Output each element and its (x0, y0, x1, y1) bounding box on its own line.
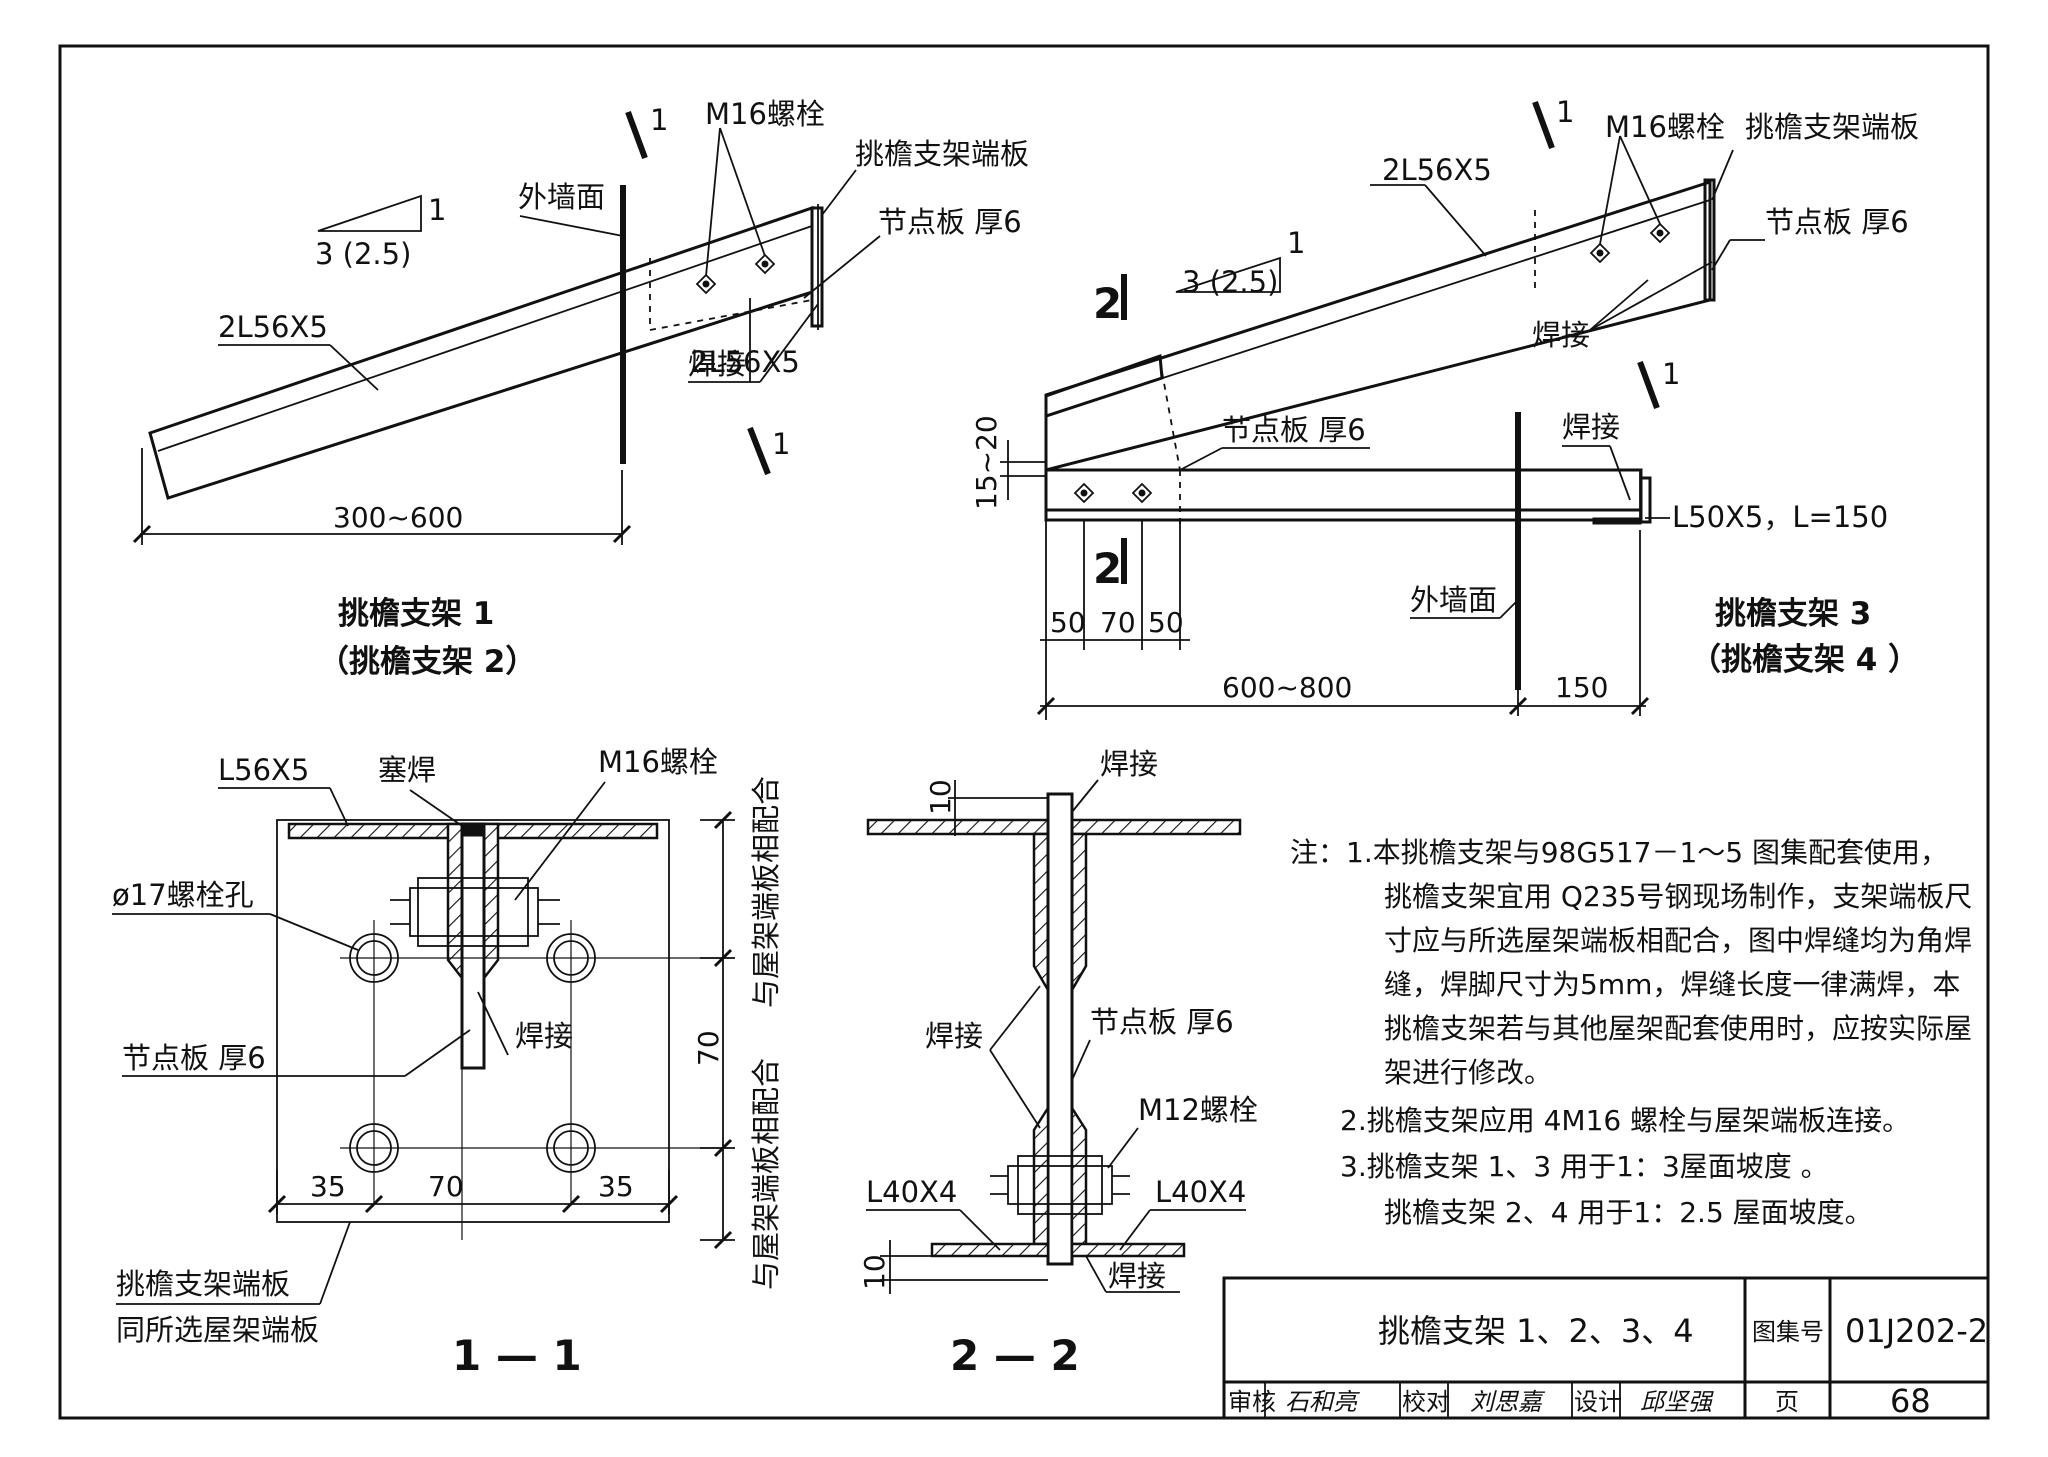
bolt-symbol (695, 273, 717, 295)
check-signature: 刘思嘉 (1470, 1388, 1546, 1416)
section-mark-1-bottom: 1 (772, 427, 790, 461)
bolt-label-22: M12螺栓 (1138, 1093, 1258, 1127)
atlas-no-label: 图集号 (1752, 1318, 1824, 1346)
title-block: 挑檐支架 1、2、3、4 图集号 01J202-2 审核 石和亮 校对 刘思嘉 … (1222, 1276, 1990, 1420)
slope-run-3: 3 (2.5) (1182, 265, 1278, 299)
slope-rise-1: 1 (428, 193, 446, 227)
dim-70-horizontal: 70 (428, 1170, 464, 1203)
gusset-label-22: 节点板 厚6 (1090, 1005, 1234, 1039)
page-label: 页 (1775, 1388, 1799, 1416)
bracket-1-title: 挑檐支架 1 (338, 596, 494, 632)
dim-50-right: 50 (1148, 606, 1184, 639)
gusset-label-1: 节点板 厚6 (878, 205, 1022, 239)
bolt-symbol (1073, 482, 1095, 504)
angle-label-1: 2L56X5 (690, 345, 800, 379)
plug-weld-label: 塞焊 (378, 753, 436, 787)
angle-label-2l: 2L56X5 (218, 310, 328, 344)
section-mark-1-top: 1 (650, 103, 668, 137)
dim-150: 150 (1555, 671, 1608, 704)
outer-wall-label-1: 外墙面 (518, 180, 605, 214)
end-plate-label-1: 挑檐支架端板 (855, 137, 1029, 171)
section-mark-3-1-top: 1 (1556, 95, 1574, 129)
check-label: 校对 (1402, 1388, 1450, 1416)
section-mark-2-top: 2 (1093, 279, 1122, 328)
gusset-label-3-mid: 节点板 厚6 (1222, 413, 1366, 447)
weld-label-1: 焊接 (688, 347, 746, 381)
weld-label-3-top: 焊接 (1532, 318, 1590, 352)
weld-label-22-bottom: 焊接 (1108, 1259, 1166, 1293)
dim-10-bottom: 10 (858, 1254, 891, 1290)
review-signature: 石和亮 (1285, 1388, 1360, 1416)
bolt-label-1: M16螺栓 (705, 97, 825, 131)
dim-15-20: 15~20 (970, 415, 1003, 510)
match-label-bottom: 与屋架端板相配合 (749, 1058, 783, 1290)
bracket-3-title: 挑檐支架 3 (1715, 596, 1871, 632)
bracket-3-elevation: 1 3 (2.5) 1 1 2 2 M16螺栓 挑檐支架端板 2L56X5 (970, 95, 1919, 720)
angle-label-22-right: L40X4 (1155, 1175, 1246, 1209)
bolt-label-3: M16螺栓 (1605, 110, 1725, 144)
outer-wall-label-3: 外墙面 (1410, 583, 1497, 617)
notes-block: 注：1.本挑檐支架与98G517－1～5 图集配套使用， 挑檐支架宜用 Q235… (1290, 836, 1972, 1229)
angle-label-22-left: L40X4 (866, 1175, 957, 1209)
design-signature: 邱坚强 (1640, 1388, 1714, 1416)
note-line-3: 寸应与所选屋架端板相配合，图中焊缝均为角焊 (1384, 924, 1972, 957)
section-2-2-label: 2 — 2 (950, 1331, 1080, 1380)
dim-35-right: 35 (598, 1170, 634, 1203)
gusset-label-11: 节点板 厚6 (122, 1041, 266, 1075)
review-label: 审核 (1228, 1388, 1276, 1416)
atlas-no-value: 01J202-2 (1845, 1312, 1988, 1350)
match-label-top: 与屋架端板相配合 (749, 776, 783, 1008)
bolt-symbol (1649, 222, 1671, 244)
bracket-1-elevation: 1 3 (2.5) 1 1 外墙面 M16螺栓 挑檐支架端板 (132, 97, 1029, 680)
bolt-symbol (1589, 242, 1611, 264)
small-angle-label: L50X5，L=150 (1672, 500, 1888, 534)
note-line-1: 注：1.本挑檐支架与98G517－1～5 图集配套使用， (1290, 836, 1948, 869)
end-plate-label-11: 挑檐支架端板 (116, 1267, 290, 1301)
note-line-7: 2.挑檐支架应用 4M16 螺栓与屋架端板连接。 (1340, 1104, 1910, 1137)
dim-70-vertical: 70 (692, 1030, 725, 1066)
dim-35-left: 35 (310, 1170, 346, 1203)
angle-label-3: 2L56X5 (1382, 153, 1492, 187)
sheet-border (58, 44, 1990, 1420)
note-line-9: 挑檐支架 2、4 用于1：2.5 屋面坡度。 (1384, 1196, 1873, 1229)
dim-50-left: 50 (1050, 606, 1086, 639)
section-mark-2-bottom: 2 (1093, 544, 1122, 593)
note-line-2: 挑檐支架宜用 Q235号钢现场制作，支架端板尺 (1384, 880, 1972, 913)
note-line-4: 缝，焊脚尺寸为5mm，焊缝长度一律满焊，本 (1384, 968, 1960, 1001)
section-1-1: L56X5 塞焊 M16螺栓 ø17螺栓孔 节点板 厚6 焊接 与屋架端板相配合… (112, 745, 783, 1380)
bolt-symbol (1131, 482, 1153, 504)
page-number: 68 (1890, 1382, 1931, 1420)
note-line-6: 架进行修改。 (1384, 1056, 1552, 1089)
weld-label-22-left: 焊接 (925, 1019, 983, 1053)
section-1-1-label: 1 — 1 (452, 1331, 582, 1380)
bracket-2-title: （挑檐支架 2） (318, 644, 536, 680)
section-mark-3-1-bottom: 1 (1662, 357, 1680, 391)
bolt-symbol (754, 253, 776, 275)
end-plate-note-11: 同所选屋架端板 (116, 1313, 319, 1347)
weld-label-3-mid: 焊接 (1562, 410, 1620, 444)
gusset-label-3-top: 节点板 厚6 (1765, 205, 1909, 239)
bracket-4-title: （挑檐支架 4 ） (1690, 642, 1919, 678)
slope-run-1: 3 (2.5) (315, 237, 411, 271)
slope-rise-3: 1 (1287, 226, 1305, 260)
dim-70-mid: 70 (1100, 606, 1136, 639)
angle-label-11: L56X5 (218, 753, 309, 787)
note-line-8: 3.挑檐支架 1、3 用于1：3屋面坡度 。 (1340, 1150, 1829, 1183)
bolt-hole-label: ø17螺栓孔 (112, 878, 254, 912)
dim-span-1: 300~600 (333, 501, 463, 534)
weld-label-11: 焊接 (515, 1019, 573, 1053)
section-2-2: 10 10 焊接 焊接 节点板 厚6 M12螺栓 L40X4 L40X4 焊接 … (858, 747, 1258, 1380)
bolt-label-11: M16螺栓 (598, 745, 718, 779)
dim-10-top: 10 (924, 779, 957, 815)
design-label: 设计 (1574, 1388, 1622, 1416)
note-line-5: 挑檐支架若与其他屋架配套使用时，应按实际屋 (1384, 1012, 1972, 1045)
dim-600-800: 600~800 (1222, 671, 1352, 704)
weld-label-22-top: 焊接 (1100, 747, 1158, 781)
end-plate-label-3: 挑檐支架端板 (1745, 110, 1919, 144)
titleblock-title: 挑檐支架 1、2、3、4 (1378, 1312, 1694, 1350)
